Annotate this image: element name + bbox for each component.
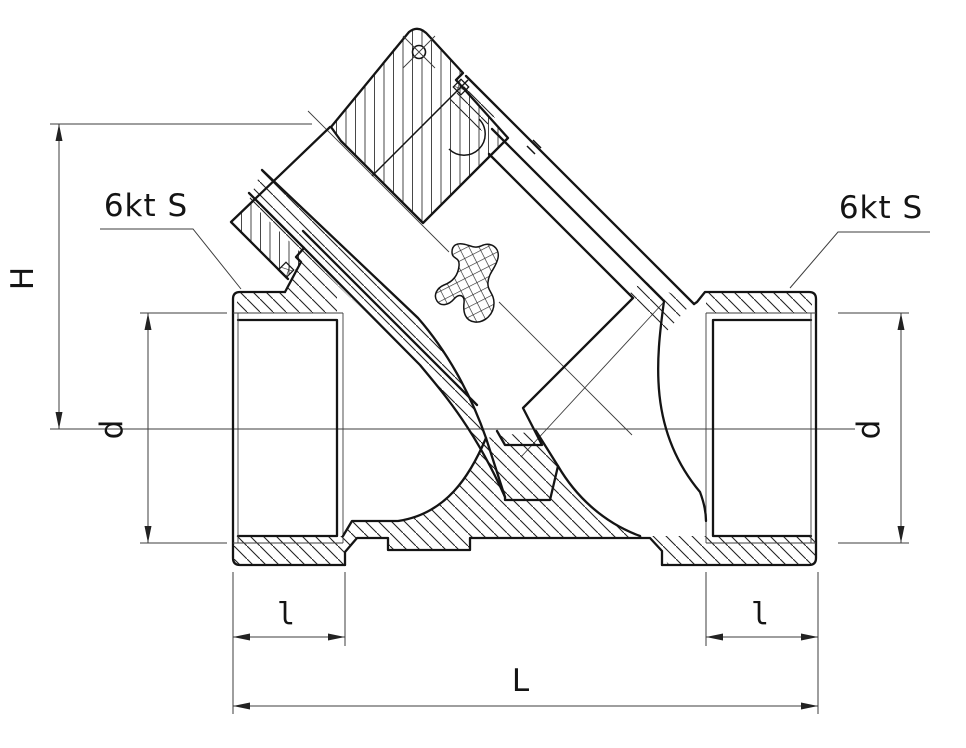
dim-label-d-left: d — [94, 419, 130, 440]
hatch-right-branch-root — [627, 280, 692, 331]
left-bore — [236, 318, 339, 538]
left-thread-lines — [233, 312, 344, 544]
gasket-seal-left — [277, 261, 295, 279]
bottom-profile — [343, 536, 664, 567]
callout-hex-left: 6kt S — [100, 188, 242, 290]
right-thread-lines — [705, 312, 816, 544]
plug-dome-arc — [448, 118, 486, 156]
centerlines — [50, 110, 855, 458]
branch-upper-inner-funnel — [490, 127, 708, 523]
hatch-cap-skirt-wing — [232, 203, 306, 277]
arrowhead — [328, 633, 345, 641]
arrowhead — [706, 633, 723, 641]
branch-centerline — [307, 110, 633, 436]
gasket-seal-right — [452, 78, 470, 96]
dimension-L: L — [233, 663, 818, 710]
arrowhead — [144, 526, 152, 543]
cap-outline — [329, 27, 510, 225]
filter-mesh-symbol — [434, 243, 500, 323]
valve-body — [231, 74, 818, 567]
left-hex-outline — [231, 290, 347, 567]
cartridge-outline-upper — [487, 152, 635, 447]
branch-lower-inner-fillet — [302, 246, 507, 499]
dim-label-H: H — [5, 266, 41, 290]
dimension-d-right: d — [838, 312, 909, 544]
ext-lines-l-left — [232, 572, 346, 714]
strainer-cartridge — [301, 152, 635, 468]
arrowhead — [55, 124, 63, 141]
arrowhead — [233, 702, 250, 710]
chamber-floor-and-seat — [341, 436, 642, 538]
arrowhead — [801, 633, 818, 641]
hatch-bottom-wall — [233, 438, 816, 565]
branch-lower-outer — [247, 191, 306, 294]
hatch-left-hex-top — [237, 292, 337, 313]
dimension-l-right: l — [705, 572, 819, 714]
hatch-right-hex-top — [706, 292, 812, 313]
arrowhead — [233, 633, 250, 641]
cartridge-outline-lower — [301, 229, 479, 407]
leader-line-left — [100, 228, 242, 290]
ext-lines-l-right — [705, 572, 819, 714]
arrowhead — [897, 526, 905, 543]
dim-label-d-right: d — [851, 419, 887, 440]
callout-hex-right: 6kt S — [789, 190, 930, 289]
branch-lower-bore-line — [260, 168, 488, 440]
cap-skirt-wing-outline — [229, 125, 332, 281]
cartridge-tip-seat — [534, 429, 560, 468]
arrowhead — [144, 313, 152, 330]
callout-label-hex-right: 6kt S — [839, 190, 923, 226]
dim-label-l-left: l — [277, 597, 295, 632]
arrowhead — [801, 702, 818, 710]
right-hex-outline — [660, 290, 818, 567]
dimension-d-left: d — [94, 312, 227, 544]
ext-lines-d-left — [140, 312, 227, 544]
neck-thread-relief — [526, 139, 542, 155]
arrowhead — [55, 412, 63, 429]
ext-lines-d-right — [838, 312, 909, 544]
hatch-lower-branch-wall — [249, 170, 505, 497]
dimension-l-left: l — [232, 572, 346, 714]
right-bore — [711, 318, 813, 538]
dimension-H: H — [5, 123, 312, 429]
hatch-seat — [486, 431, 558, 500]
cap-shoulder-line — [371, 79, 469, 177]
leader-line-right — [789, 231, 930, 289]
callout-label-hex-left: 6kt S — [104, 188, 188, 224]
dim-label-l-right: l — [751, 597, 769, 632]
branch-upper-outer — [464, 74, 696, 306]
section-hatch — [232, 26, 816, 565]
seat-leader-line — [520, 302, 664, 458]
strainer-cap — [229, 27, 510, 281]
vent-hole-cross-icon — [402, 35, 436, 69]
arrowhead — [897, 313, 905, 330]
dim-label-L: L — [512, 663, 530, 699]
